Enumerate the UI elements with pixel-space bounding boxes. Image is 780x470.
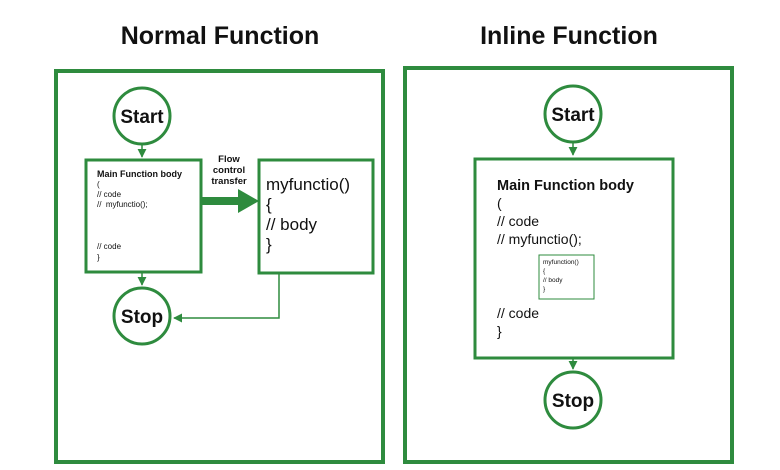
normal-stop-node — [112, 286, 172, 346]
inline-main-body-heading: Main Function body — [497, 178, 634, 194]
function-box-line: } — [266, 235, 272, 254]
return-connector — [173, 273, 280, 323]
normal-main-body-line: // code — [97, 242, 122, 251]
normal-main-body-line: // myfunctio(); — [97, 200, 148, 209]
normal-start-label: Start — [120, 107, 164, 128]
function-box-line: // body — [266, 215, 318, 234]
inline-inner-line: { — [543, 268, 546, 275]
normal-main-body-line: // code — [97, 190, 122, 199]
inline-main-body-line: // code — [497, 305, 539, 321]
inline-inner-function-box — [538, 254, 595, 300]
inline-main-body-line: ( — [497, 195, 502, 211]
inline-inner-line: myfunction() — [543, 259, 579, 266]
normal-function-box — [257, 158, 375, 275]
function-box-line: myfunctio() — [266, 175, 350, 194]
inline-main-body-line: } — [497, 323, 502, 339]
normal-main-body-line: } — [97, 253, 100, 262]
inline-inner-line: } — [543, 286, 546, 293]
inline-stop-node — [543, 370, 603, 430]
flow-label-line: control — [213, 165, 245, 176]
inline-stop-label: Stop — [552, 391, 594, 412]
inline-start-label: Start — [551, 105, 595, 126]
normal-function-panel — [54, 69, 385, 464]
inline-inner-line: // body — [543, 277, 563, 284]
normal-main-body-heading: Main Function body — [97, 169, 182, 179]
normal-stop-label: Stop — [121, 307, 163, 328]
inline-function-panel — [403, 66, 734, 464]
normal-main-body-line: ( — [97, 180, 100, 189]
flow-control-arrow-icon — [201, 189, 259, 213]
normal-main-body-box — [84, 158, 203, 274]
inline-function-title: Inline Function — [480, 22, 658, 50]
inline-main-body-line: // myfunctio(); — [497, 231, 582, 247]
function-box-line: { — [266, 195, 272, 214]
normal-function-title: Normal Function — [120, 22, 320, 50]
flow-label-line: transfer — [211, 176, 247, 187]
inline-main-body-line: // code — [497, 213, 539, 229]
flow-label-line: Flow — [218, 154, 240, 165]
